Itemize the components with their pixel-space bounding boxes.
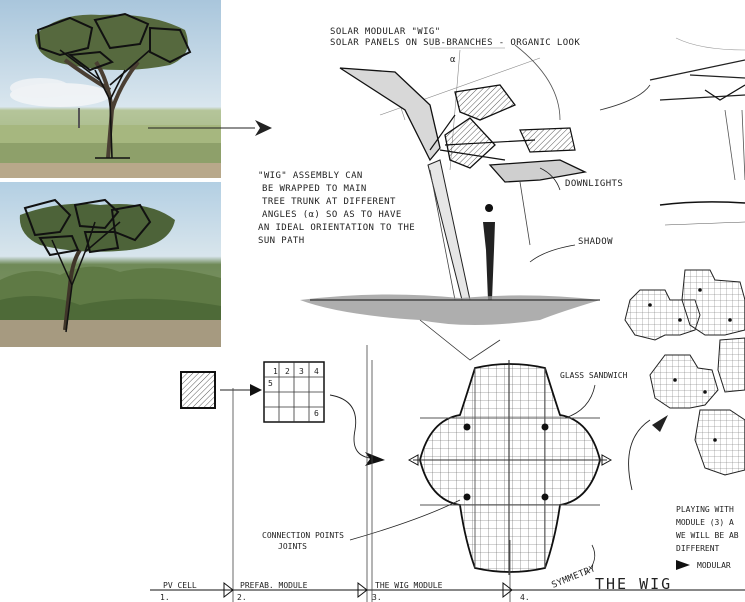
timeline-num: 2. [237,593,247,602]
downlights-label: DOWNLIGHTS [565,179,623,189]
playing-line: WE WILL BE AB [676,531,739,540]
timeline-label: PREFAB. MODULE [240,581,308,590]
grid-number: 6 [314,409,319,418]
connection-label: CONNECTION POINTS [262,531,344,540]
assembly-note-line: AN IDEAL ORIENTATION TO THE [258,223,415,233]
assembly-note-line: TREE TRUNK AT DIFFERENT [262,197,396,207]
playing-line: MODULE (3) A [676,518,734,527]
timeline-num: 3. [372,593,382,602]
the-wig-label: THE WIG [595,575,672,593]
grid-number: 4 [314,367,319,376]
playing-line: DIFFERENT [676,544,720,553]
title-line2: SOLAR PANELS ON SUB-BRANCHES - ORGANIC L… [330,38,580,48]
tree-photo-bottom [0,182,221,347]
cluster-arrow [629,420,650,490]
prefab-arrowhead [365,452,385,466]
pv-cell [181,372,262,408]
assembly-note-line: "WIG" ASSEMBLY CAN [258,171,363,181]
module-cluster [625,270,745,475]
timeline-num: 4. [520,593,530,602]
assembly-note-line: ANGLES (α) SO AS TO HAVE [262,210,402,220]
prefab-module-grid: 1 2 3 4 5 6 [264,362,324,422]
shadow-label: SHADOW [578,237,613,247]
alpha-label: α [450,55,456,65]
playing-line: MODULAR [697,561,731,570]
assembly-note: "WIG" ASSEMBLY CAN BE WRAPPED TO MAIN TR… [258,171,415,246]
assembly-note-line: SUN PATH [258,236,305,246]
connection-label: JOINTS [278,542,307,551]
grid-number: 5 [268,379,273,388]
playing-note: PLAYING WITH MODULE (3) A WE WILL BE AB … [676,505,739,570]
assembly-note-line: BE WRAPPED TO MAIN [262,184,367,194]
tree-photo-top [0,0,221,178]
cluster-arrowhead [652,415,668,432]
glass-leader [565,385,595,418]
prefab-arrow [330,395,370,458]
timeline-label: THE WIG MODULE [375,581,443,590]
playing-line: PLAYING WITH [676,505,734,514]
grid-number: 1 [273,367,278,376]
glass-sandwich-label: GLASS SANDWICH [560,371,628,380]
grid-number: 2 [285,367,290,376]
grid-number: 3 [299,367,304,376]
timeline-label: PV CELL [163,581,197,590]
right-partial-sketch [600,38,745,225]
timeline-num: 1. [160,593,170,602]
title-line1: SOLAR MODULAR "WIG" [330,27,441,37]
connection-leader [350,500,460,540]
